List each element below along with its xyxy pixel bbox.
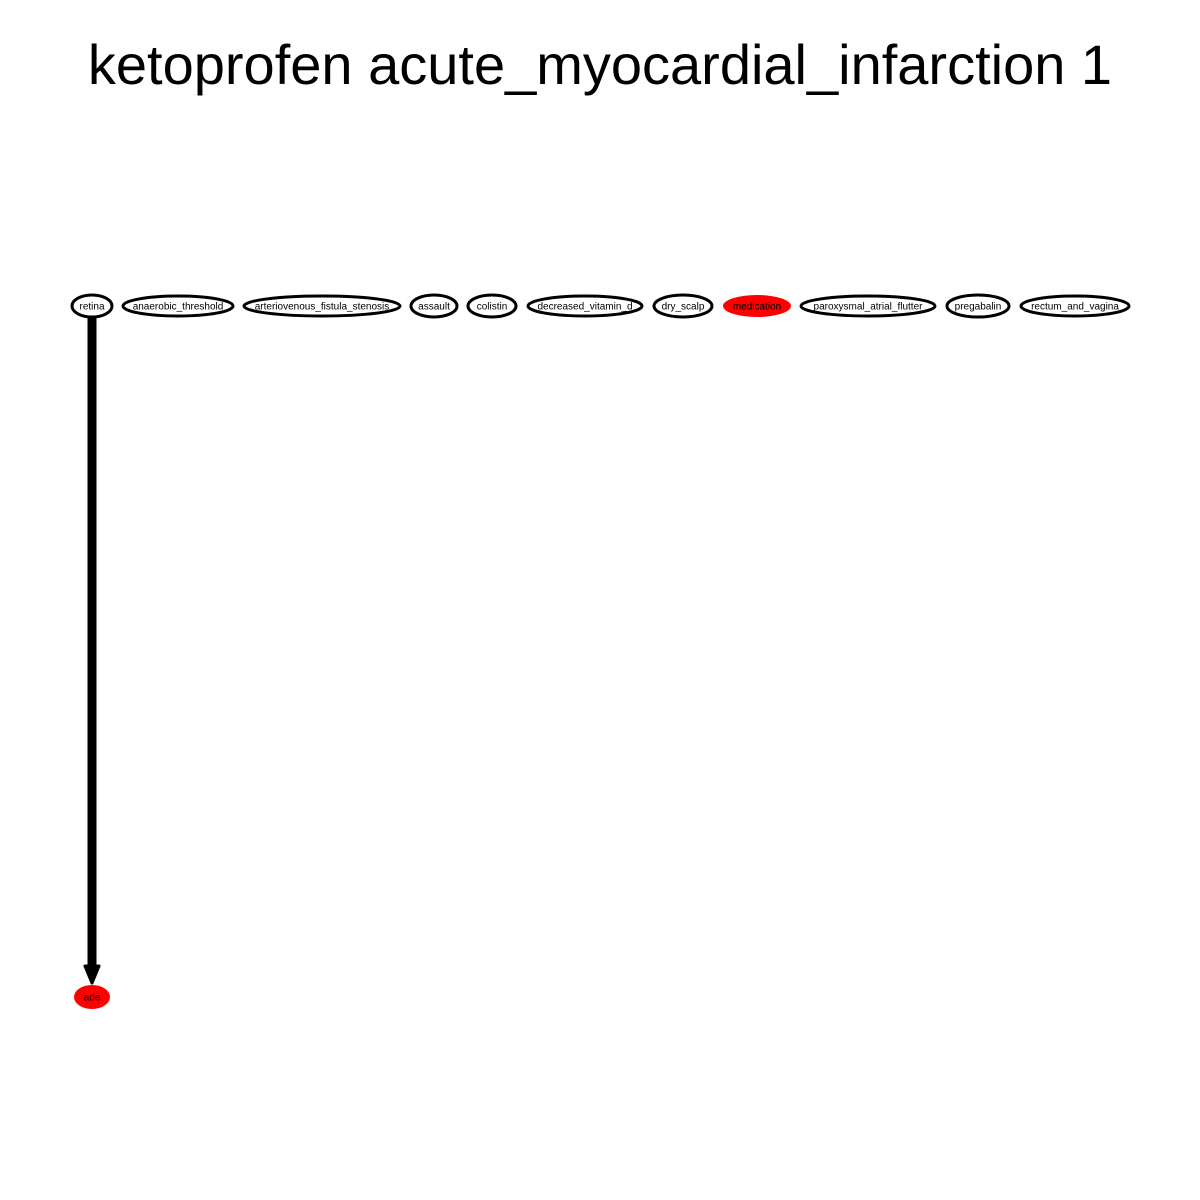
- nodes-layer: retina anaerobic_threshold arteriovenous_f…: [70, 293, 1131, 1009]
- node-label: anaerobic_threshold: [133, 302, 224, 313]
- node-medication: medication: [723, 295, 791, 317]
- node-label: pregabalin: [955, 302, 1002, 313]
- node-paroxysmal-atrial-flutter: paroxysmal_atrial_flutter: [799, 294, 937, 318]
- node-label: decreased_vitamin_d: [537, 302, 632, 313]
- node-shape: [526, 294, 644, 318]
- node-anaerobic-threshold: anaerobic_threshold: [121, 294, 235, 318]
- node-decreased-vitamin-d: decreased_vitamin_d: [526, 294, 644, 318]
- node-shape: [242, 294, 402, 318]
- node-label: colistin: [477, 302, 508, 313]
- node-shape: [466, 293, 518, 319]
- node-label: assault: [418, 302, 450, 313]
- node-label: ade: [84, 993, 101, 1004]
- node-pregabalin: pregabalin: [945, 293, 1011, 319]
- node-label: dry_scalp: [662, 302, 705, 313]
- edge-retina-to-ade: [83, 312, 101, 985]
- node-rectum-and-vagina: rectum_and_vagina: [1019, 294, 1131, 318]
- node-label: retina: [79, 302, 104, 313]
- node-shape: [652, 293, 714, 319]
- node-shape: [70, 293, 114, 319]
- node-shape: [409, 293, 459, 319]
- node-shape: [74, 985, 110, 1009]
- node-ade: ade: [74, 985, 110, 1009]
- node-shape: [723, 295, 791, 317]
- node-shape: [121, 294, 235, 318]
- edges-layer: [83, 312, 101, 985]
- edge-arrowhead: [83, 964, 101, 985]
- node-label: paroxysmal_atrial_flutter: [814, 302, 924, 313]
- node-shape: [799, 294, 937, 318]
- node-label: medication: [733, 302, 781, 313]
- node-assault: assault: [409, 293, 459, 319]
- node-arteriovenous-fistula-stenosis: arteriovenous_fistula_stenosis: [242, 294, 402, 318]
- node-retina: retina: [70, 293, 114, 319]
- node-shape: [945, 293, 1011, 319]
- node-colistin: colistin: [466, 293, 518, 319]
- node-shape: [1019, 294, 1131, 318]
- node-dry-scalp: dry_scalp: [652, 293, 714, 319]
- graph-title: ketoprofen acute_myocardial_infarction 1: [87, 33, 1113, 96]
- node-label: arteriovenous_fistula_stenosis: [255, 302, 390, 313]
- node-label: rectum_and_vagina: [1031, 302, 1119, 313]
